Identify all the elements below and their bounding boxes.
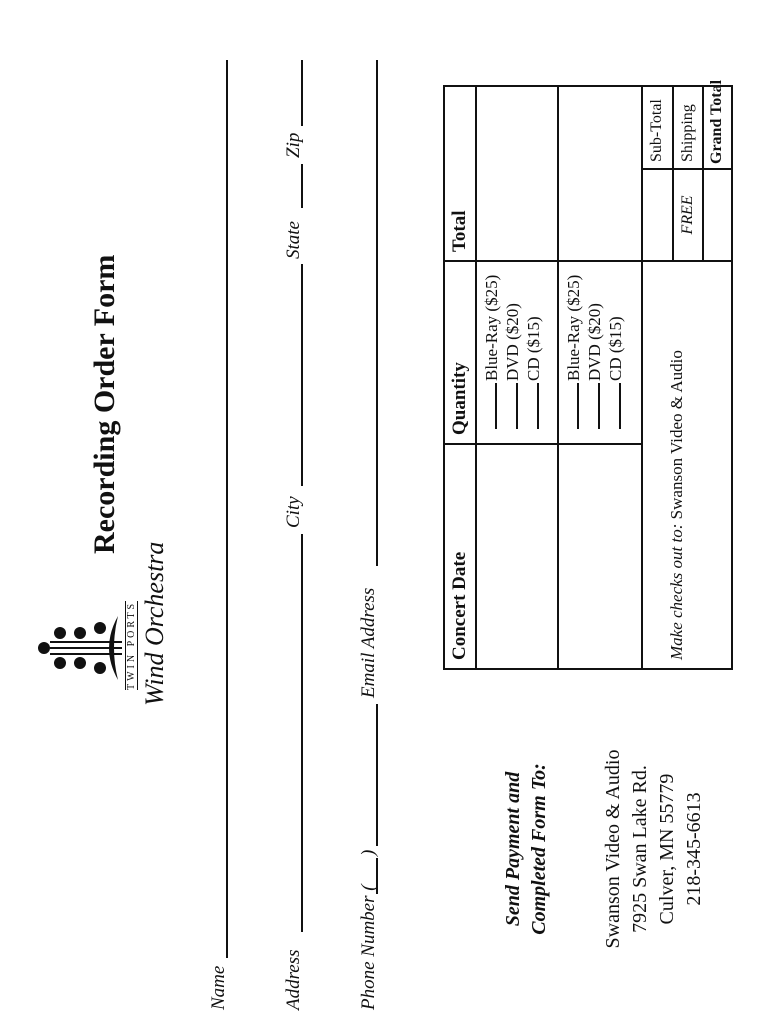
address-line: Swanson Video & Audio [602,749,624,949]
phone-area-code-field[interactable] [376,858,378,894]
subtotal-label: Sub-Total [641,85,674,170]
phone-field[interactable] [376,704,378,846]
send-payment-heading: Send Payment and Completed Form To: [500,734,552,964]
checks-payable-note: Make checks out to: Swanson Video & Audi… [641,260,733,670]
grand-total-label: Grand Total [702,80,733,170]
quantity-option[interactable]: Blue-Ray ($25) [481,262,502,429]
concert-date-cell-1[interactable] [475,443,559,670]
zip-label: Zip [283,132,304,158]
logo-emblem-icon [38,616,122,680]
option-label: DVD ($20) [503,303,522,381]
concert-date-cell-2[interactable] [557,443,643,670]
state-field[interactable] [301,164,303,208]
subtotal-value[interactable] [641,168,674,262]
email-label: Email Address [358,587,379,698]
checks-payee: Swanson Video & Audio [667,350,686,520]
mailing-address: Swanson Video & Audio 7925 Swan Lake Rd.… [600,714,708,984]
logo-line2: Wind Orchestra [140,541,169,706]
logo-line1: TWIN PORTS [125,600,138,690]
header-total: Total [443,85,477,262]
page-title: Recording Order Form [88,254,121,554]
total-cell-2[interactable] [557,85,643,262]
city-field[interactable] [301,264,303,486]
address-line: 7925 Swan Lake Rd. [629,765,651,933]
quantity-cell-1: Blue-Ray ($25) DVD ($20) CD ($15) [475,260,559,445]
checks-label: Make checks out to: [667,523,686,660]
quantity-cell-2: Blue-Ray ($25) DVD ($20) CD ($15) [557,260,643,445]
total-cell-1[interactable] [475,85,559,262]
city-label: City [283,496,304,528]
phone-label: Phone Number ( [358,884,379,1010]
option-label: CD ($15) [606,316,625,381]
quantity-option[interactable]: CD ($15) [523,262,544,429]
shipping-label: Shipping [672,85,704,170]
option-label: Blue-Ray ($25) [564,274,583,381]
send-heading-line2: Completed Form To: [528,763,550,935]
shipping-value: FREE [672,168,704,262]
state-label: State [283,221,304,259]
name-field[interactable] [226,60,228,958]
grand-total-value[interactable] [702,168,733,262]
name-label: Name [208,965,229,1010]
option-label: DVD ($20) [585,303,604,381]
address-field[interactable] [301,534,303,932]
phone-paren-close: ) [358,849,379,856]
quantity-option[interactable]: DVD ($20) [502,262,523,429]
address-line: Culver, MN 55779 [656,773,678,925]
email-field[interactable] [376,60,378,566]
header-quantity: Quantity [443,260,477,445]
option-label: Blue-Ray ($25) [482,274,501,381]
orchestra-logo: TWIN PORTS Wind Orchestra [30,542,180,710]
send-heading-line1: Send Payment and [502,771,524,927]
address-label: Address [283,949,304,1010]
option-label: CD ($15) [524,316,543,381]
address-line: 218-345-6613 [683,792,705,906]
quantity-option[interactable]: CD ($15) [605,262,626,429]
header-concert-date: Concert Date [443,443,477,670]
quantity-option[interactable]: DVD ($20) [584,262,605,429]
quantity-option[interactable]: Blue-Ray ($25) [563,262,584,429]
zip-field[interactable] [301,60,303,126]
